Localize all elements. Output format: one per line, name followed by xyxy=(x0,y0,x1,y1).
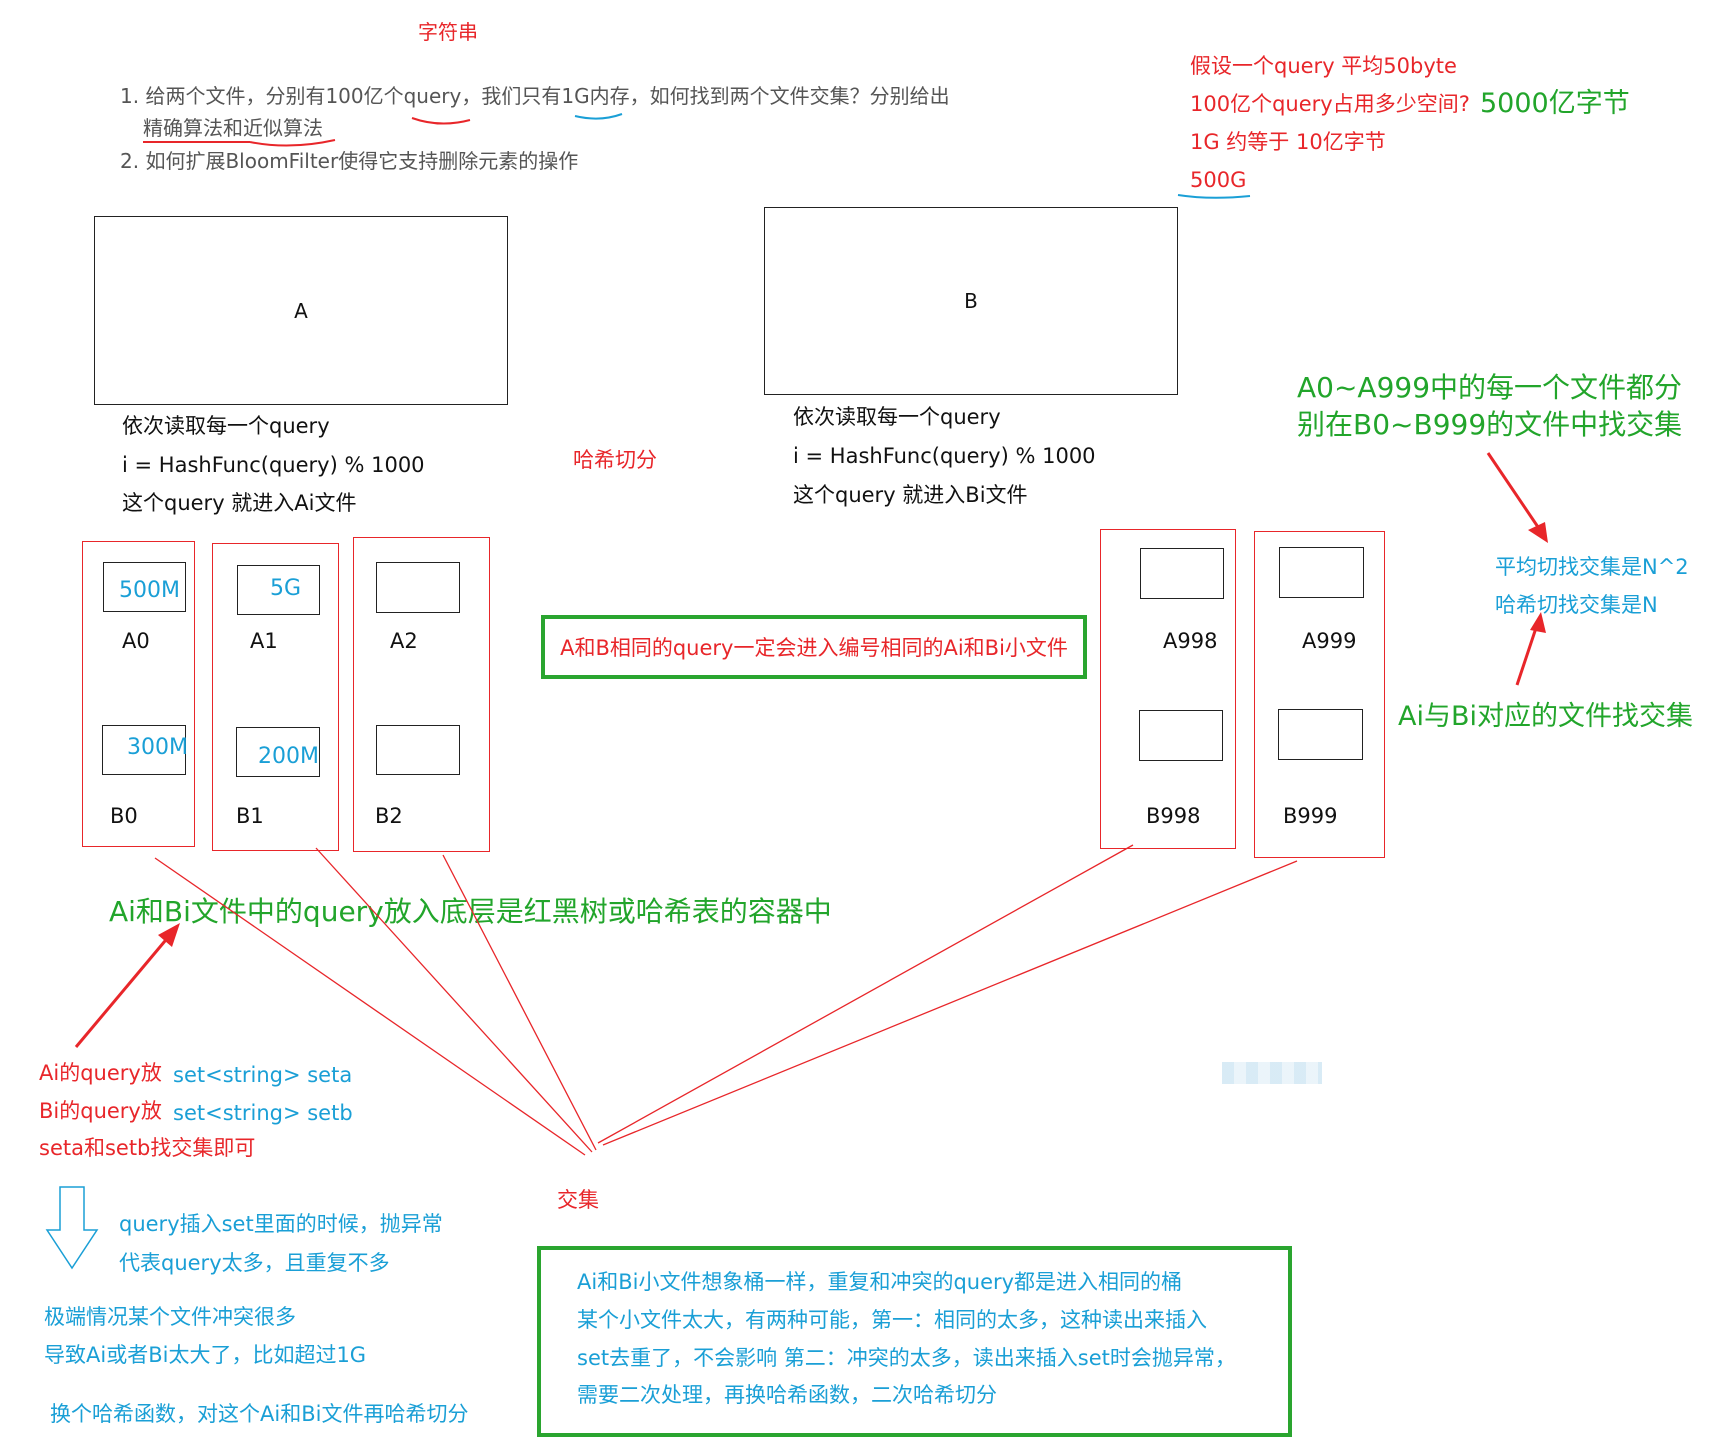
b1-size-box xyxy=(236,727,320,777)
note-a-b-search-2: 别在B0~B999的文件中找交集 xyxy=(1297,408,1683,441)
arrow-to-complexity xyxy=(1486,452,1548,543)
file-a-box: A xyxy=(94,216,508,405)
question-1-cont: 精确算法和近似算法 xyxy=(143,116,323,140)
bucket-note-3: set去重了，不会影响 第二：冲突的太多，读出来插入set时会抛异常， xyxy=(577,1346,1236,1370)
bucket-2 xyxy=(353,537,490,852)
exception-note-1: query插入set里面的时候，抛异常 xyxy=(119,1212,443,1236)
b1-size: 200M xyxy=(258,744,319,769)
file-b-step-2: i = HashFunc(query) % 1000 xyxy=(793,444,1096,468)
bucket-1 xyxy=(212,543,339,851)
bucket-note-4: 需要二次处理，再换哈希函数，二次哈希切分 xyxy=(577,1383,997,1407)
arrow-to-container xyxy=(74,923,180,1048)
a999-size-box xyxy=(1279,547,1364,598)
b999-label: B999 xyxy=(1283,804,1338,828)
ai-query-label: Ai的query放 xyxy=(39,1061,162,1085)
rehash-note: 换个哈希函数，对这个Ai和Bi文件再哈希切分 xyxy=(50,1402,469,1426)
a0-size: 500M xyxy=(119,578,180,603)
file-a-label: A xyxy=(294,298,308,323)
same-query-note: A和B相同的query一定会进入编号相同的Ai和Bi小文件 xyxy=(560,636,1068,660)
container-note: Ai和Bi文件中的query放入底层是红黑树或哈希表的容器中 xyxy=(109,895,832,928)
a2-label: A2 xyxy=(390,629,418,653)
file-b-step-3: 这个query 就进入Bi文件 xyxy=(793,483,1028,507)
a1-size: 5G xyxy=(270,576,302,601)
question-2: 2. 如何扩展BloomFilter使得它支持删除元素的操作 xyxy=(120,149,579,173)
bucket-note-2: 某个小文件太大，有两种可能，第一：相同的太多，这种读出来插入 xyxy=(577,1308,1207,1332)
intersection-label: 交集 xyxy=(557,1188,599,1212)
b0-label: B0 xyxy=(110,804,138,828)
b0-size-box xyxy=(102,725,186,775)
a998-label: A998 xyxy=(1163,629,1218,653)
b999-size-box xyxy=(1278,709,1363,760)
bi-query-label: Bi的query放 xyxy=(39,1099,162,1123)
complexity-average: 平均切找交集是N^2 xyxy=(1495,555,1689,579)
a2-size-box xyxy=(376,562,460,613)
file-a-step-2: i = HashFunc(query) % 1000 xyxy=(122,453,425,477)
underline-query xyxy=(411,117,471,125)
assumption-query-size: 假设一个query 平均50byte xyxy=(1190,54,1457,78)
assumption-space-answer: 5000亿字节 xyxy=(1480,88,1630,119)
file-b-box: B xyxy=(764,207,1178,395)
assumption-1g: 1G 约等于 10亿字节 xyxy=(1190,130,1386,154)
bucket-note-1: Ai和Bi小文件想象桶一样，重复和冲突的query都是进入相同的桶 xyxy=(577,1270,1183,1294)
underline-approx xyxy=(249,139,336,147)
a0-size-box xyxy=(103,562,186,612)
arrow-from-pairing xyxy=(1515,612,1546,686)
file-b-label: B xyxy=(964,289,978,313)
bucket-note-box: Ai和Bi小文件想象桶一样，重复和冲突的query都是进入相同的桶 某个小文件太… xyxy=(537,1246,1292,1437)
hollow-down-arrow xyxy=(45,1186,99,1270)
b1-label: B1 xyxy=(236,804,264,828)
file-b-step-1: 依次读取每一个query xyxy=(793,405,1001,429)
intersection-lines xyxy=(154,844,1298,1156)
a998-size-box xyxy=(1140,548,1224,599)
set-intersect-note: seta和setb找交集即可 xyxy=(39,1136,256,1160)
question-1: 1. 给两个文件，分别有100亿个query，我们只有1G内存，如何找到两个文件… xyxy=(120,84,950,108)
bucket-998 xyxy=(1100,529,1236,849)
hash-split-label: 哈希切分 xyxy=(573,448,657,472)
underline-1g xyxy=(574,113,623,120)
bi-set-code: set<string> setb xyxy=(173,1101,353,1125)
page-title: 字符串 xyxy=(418,20,478,44)
a1-label: A1 xyxy=(250,629,278,653)
extreme-note-1: 极端情况某个文件冲突很多 xyxy=(44,1305,296,1329)
bucket-999 xyxy=(1254,531,1385,858)
note-a-b-search-1: A0~A999中的每一个文件都分 xyxy=(1297,371,1683,404)
pairing-note: Ai与Bi对应的文件找交集 xyxy=(1398,701,1693,732)
underline-500g xyxy=(1177,194,1251,199)
extreme-note-2: 导致Ai或者Bi太大了，比如超过1G xyxy=(44,1343,367,1367)
b998-size-box xyxy=(1139,710,1223,761)
same-query-note-box: A和B相同的query一定会进入编号相同的Ai和Bi小文件 xyxy=(541,615,1087,679)
assumption-space-question: 100亿个query占用多少空间? xyxy=(1190,92,1470,116)
b2-label: B2 xyxy=(375,804,403,828)
b2-size-box xyxy=(376,725,460,775)
a1-size-box xyxy=(237,565,320,615)
blurred-watermark xyxy=(1222,1062,1322,1084)
b998-label: B998 xyxy=(1146,804,1201,828)
assumption-500g: 500G xyxy=(1190,168,1247,192)
b0-size: 300M xyxy=(127,735,188,760)
exception-note-2: 代表query太多，且重复不多 xyxy=(119,1251,390,1275)
a999-label: A999 xyxy=(1302,629,1357,653)
a0-label: A0 xyxy=(122,629,150,653)
bucket-0 xyxy=(82,541,195,847)
file-a-step-1: 依次读取每一个query xyxy=(122,414,330,438)
ai-set-code: set<string> seta xyxy=(173,1063,353,1087)
file-a-step-3: 这个query 就进入Ai文件 xyxy=(122,491,357,515)
complexity-hash: 哈希切找交集是N xyxy=(1495,593,1658,617)
